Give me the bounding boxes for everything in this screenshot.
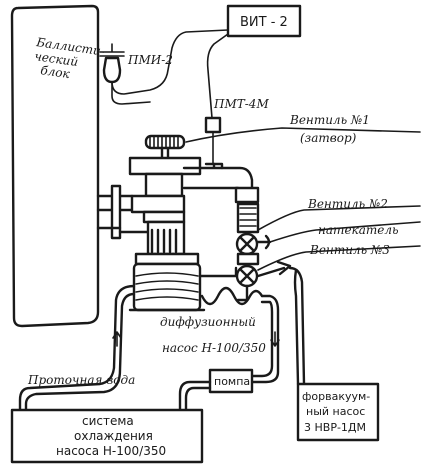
valve1-stem [160,146,170,160]
pmt4m-label: ПМТ-4М [213,97,269,111]
forevac-hose [288,266,306,386]
chamber-upper [130,194,186,214]
cooling-system-label-3: насоса Н-100/350 [56,444,166,458]
cooling-system-label-1: система [82,414,134,428]
valve1-neck [144,172,184,198]
pmi2-connector [99,43,125,57]
valve-block-top [234,186,260,204]
cooling-hose-right-inner [250,300,274,378]
forevac-hose-arrow [256,260,292,278]
leak-valve-leader [269,221,421,243]
valve2-leader [257,205,421,231]
block-pipe-lower [96,226,150,234]
forevac-pump-label-2: ный насос [306,405,365,418]
leak-valve-label: натекатель [318,223,399,237]
valve3-leader [257,245,421,271]
valve3-stack [236,252,260,266]
valve1-body [128,156,202,176]
cooling-hose-left-inner [24,292,136,412]
pump-box-label: помпа [214,375,250,388]
ballistic-block [10,4,100,328]
pump-to-cooling [178,380,212,414]
vit2-label: ВИТ - 2 [240,15,288,30]
valve1-sublabel: (затвор) [300,131,357,145]
block-flange [110,184,122,240]
pmi2-label: ПМИ-2 [127,53,173,67]
vit2-pmt4m-cable [206,33,229,119]
diffusion-pump-label-1: диффузионный [160,315,256,329]
valve2-stack-hatch [239,207,257,227]
pump-throat [142,210,186,224]
pump-flange [134,252,200,266]
pump-cooling-coil [135,272,199,301]
pmt4m-tee [204,162,224,170]
cooling-hose-left-arrow [112,331,122,347]
diffusion-pump-label-2: насос Н-100/350 [162,341,266,355]
pump-outlet [198,266,238,278]
cooling-system-label-2: охлаждения [74,429,153,443]
cooling-system-box [10,408,204,464]
pump-upper-hatch [150,228,178,254]
pmi2-lower-cable [111,81,151,105]
pump-upper-cylinder [146,220,186,256]
cooling-hose-arrow [270,331,280,347]
leak-valve-symbol [256,234,272,250]
valve1-leader [185,127,421,143]
flowing-water-label: Проточная вода [27,373,135,387]
forevac-pump-label-3: 3 НВР-1ДМ [304,421,366,434]
valve1-handwheel [144,134,186,150]
cooling-hose-right [250,294,280,384]
pump-body [132,262,202,312]
forevac-pump-label-1: форвакуум- [302,390,370,403]
pmt4m-sensor [204,116,222,134]
valve2-stack [236,202,260,234]
valve1-label: Вентиль №1 [289,113,370,127]
forevac-pump-box [296,382,380,442]
valve1-handwheel-knurl [149,136,179,148]
vit2-box [226,4,302,38]
vit2-pmi2-cable [111,29,229,95]
ballistic-block-label-3: блок [40,63,72,81]
valve3-outlet [236,284,249,302]
valve2-cross [238,235,256,253]
cooling-hose-left [18,284,136,412]
ballistic-block-label-2: ческий [34,49,79,69]
pmi2-sensor [102,56,122,84]
valve3-cross [238,267,256,285]
cooling-hose-wave [200,286,264,306]
